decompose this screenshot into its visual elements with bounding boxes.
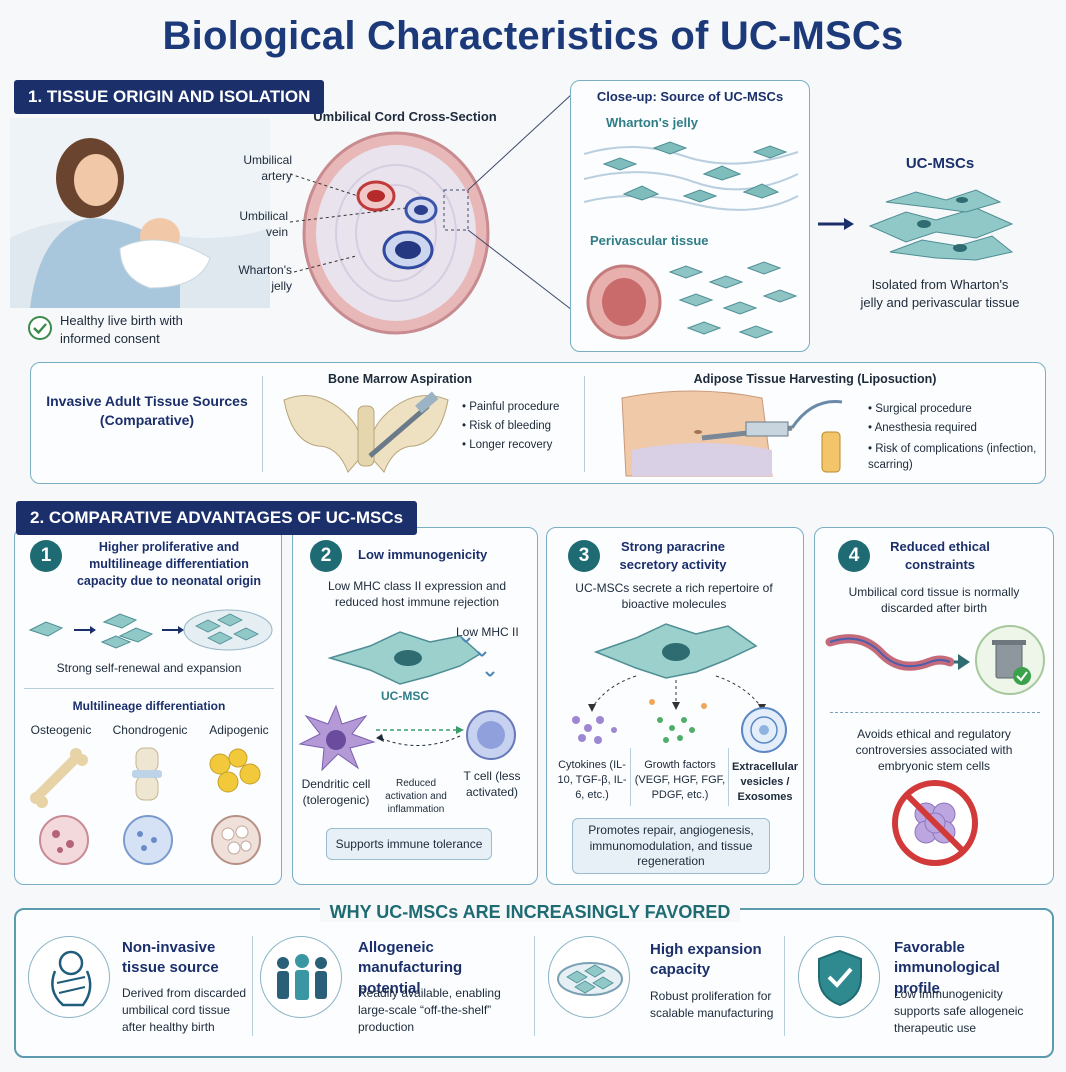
card4-title: Reduced ethical constraints	[890, 539, 990, 572]
mother-baby-illustration	[10, 118, 270, 308]
shield-check-icon	[798, 936, 880, 1018]
cord-cross-section	[302, 131, 490, 335]
bullet: Risk of bleeding	[462, 417, 559, 436]
why-item-title: Non-invasive tissue source	[122, 939, 219, 977]
leader-lines	[289, 173, 407, 273]
cytokines-label: Cytokines (IL-10, TGF-β, IL-6, etc.)	[557, 759, 627, 801]
divider	[584, 376, 585, 472]
why-item-title: High expansion capacity	[650, 941, 762, 979]
paracrine-effects-box: Promotes repair, angiogenesis, immunomod…	[572, 818, 770, 874]
tcell	[466, 710, 516, 760]
why-item-desc: Readily available, enabling large-scale …	[358, 986, 501, 1034]
divider	[24, 688, 274, 689]
why-header: WHY UC-MSCs ARE INCREASINGLY FAVORED	[329, 902, 731, 922]
whartons-jelly-cells	[583, 141, 799, 211]
divider	[830, 712, 1040, 713]
dendritic-cell	[298, 704, 376, 772]
label-artery: Umbilical artery	[243, 153, 292, 184]
multilineage-title: Multilineage differentiation	[72, 699, 226, 713]
closeup-whartons-label: Wharton's jelly	[606, 115, 698, 130]
section2-header: 2. COMPARATIVE ADVANTAGES OF UC-MSCs	[16, 501, 418, 535]
divider	[728, 748, 729, 806]
card-number: 4	[838, 540, 870, 572]
check-icon	[28, 316, 52, 340]
liposuction-illustration	[621, 390, 843, 477]
why-item-title: Allogeneic manufacturing potential	[358, 939, 463, 997]
card-number: 3	[568, 540, 600, 572]
tcell-label: T cell (less activated)	[463, 769, 521, 800]
zoom-lines	[467, 93, 573, 311]
growth-factors-label: Growth factors (VEGF, HGF, FGF, PDGF, et…	[634, 759, 726, 801]
why-header-bg	[320, 898, 740, 922]
bullet: Anesthesia required	[868, 419, 1038, 438]
label-vein: Umbilical vein	[239, 209, 288, 240]
bullet: Longer recovery	[462, 436, 559, 455]
card-number: 2	[310, 540, 342, 572]
card4-desc2: Avoids ethical and regulatory controvers…	[855, 727, 1013, 774]
result-title: UC-MSCs	[905, 155, 975, 172]
lineage-illustrations	[30, 747, 261, 865]
card2-title: Low immunogenicity	[358, 547, 488, 562]
discarded-cord-illustration	[825, 625, 1045, 695]
result-caption: Isolated from Wharton's jelly and periva…	[860, 277, 1020, 310]
ucmsc-label: UC-MSC	[381, 689, 429, 703]
why-item-title: Favorable immunological profile	[894, 939, 1000, 997]
dendritic-label: Dendritic cell (tolerogenic)	[301, 777, 371, 808]
card2-desc: Low MHC class II expression and reduced …	[327, 579, 507, 610]
petri-dish-icon	[548, 936, 630, 1018]
card4-desc: Umbilical cord tissue is normally discar…	[848, 585, 1020, 616]
lineage-chondrogenic: Chondrogenic	[112, 723, 188, 737]
bullet: Surgical procedure	[868, 400, 1038, 419]
bone-marrow-title: Bone Marrow Aspiration	[328, 372, 472, 386]
card1-title: Higher proliferative and multilineage di…	[76, 540, 262, 588]
secreting-cell	[572, 623, 787, 753]
bullet: Risk of complications (infection, scarri…	[868, 441, 1038, 473]
arrow-right-icon	[818, 218, 854, 230]
divider	[252, 936, 253, 1036]
card-immunogenicity	[292, 527, 538, 885]
divider	[534, 936, 535, 1036]
label-whartons: Wharton's jelly	[238, 263, 292, 294]
divider	[630, 748, 631, 806]
people-icon	[260, 936, 342, 1018]
why-item-desc: Low immunogenicity supports safe allogen…	[894, 987, 1024, 1035]
invasive-label: Invasive Adult Tissue Sources (Comparati…	[46, 393, 248, 428]
self-renewal-text: Strong self-renewal and expansion	[56, 661, 242, 675]
bone-marrow-bullets: Painful procedure Risk of bleeding Longe…	[462, 398, 559, 455]
closeup-perivascular-label: Perivascular tissue	[590, 233, 709, 248]
pelvis-illustration	[283, 391, 449, 473]
card3-desc: UC-MSCs secrete a rich repertoire of bio…	[575, 581, 773, 612]
interaction-arrows	[376, 726, 464, 746]
swaddled-baby-icon	[28, 936, 110, 1018]
reduced-label: Reduced activation and inflammation	[385, 778, 447, 815]
adipose-bullets: Surgical procedure Anesthesia required R…	[868, 400, 1038, 473]
card-number: 1	[30, 540, 62, 572]
lineage-osteogenic: Osteogenic	[30, 723, 92, 737]
card3-title: Strong paracrine secretory activity	[619, 539, 727, 572]
why-item-desc: Derived from discarded umbilical cord ti…	[122, 986, 247, 1034]
divider	[784, 936, 785, 1036]
lineage-adipogenic: Adipogenic	[209, 723, 269, 737]
ucmsc-cluster	[868, 189, 1014, 261]
divider	[262, 376, 263, 472]
immune-tolerance-box: Supports immune tolerance	[326, 828, 492, 860]
adipose-title: Adipose Tissue Harvesting (Liposuction)	[693, 372, 937, 386]
vesicles-label: Extracellular vesicles / Exosomes	[731, 761, 799, 803]
ucmsc-cell	[327, 631, 495, 685]
why-item-desc: Robust proliferation for scalable manufa…	[650, 989, 774, 1020]
birth-caption: Healthy live birth with informed consent	[60, 313, 183, 346]
expansion-illustration	[28, 609, 273, 651]
perivascular-tissue	[586, 261, 798, 340]
section1-header: 1. TISSUE ORIGIN AND ISOLATION	[14, 80, 325, 114]
low-mhc-label: Low MHC II	[456, 625, 519, 639]
cord-title: Umbilical Cord Cross-Section	[313, 109, 497, 124]
no-embryo-icon	[892, 780, 978, 866]
page-title: Biological Characteristics of UC-MSCs	[162, 14, 904, 58]
closeup-title: Close-up: Source of UC-MSCs	[596, 89, 784, 104]
bullet: Painful procedure	[462, 398, 559, 417]
